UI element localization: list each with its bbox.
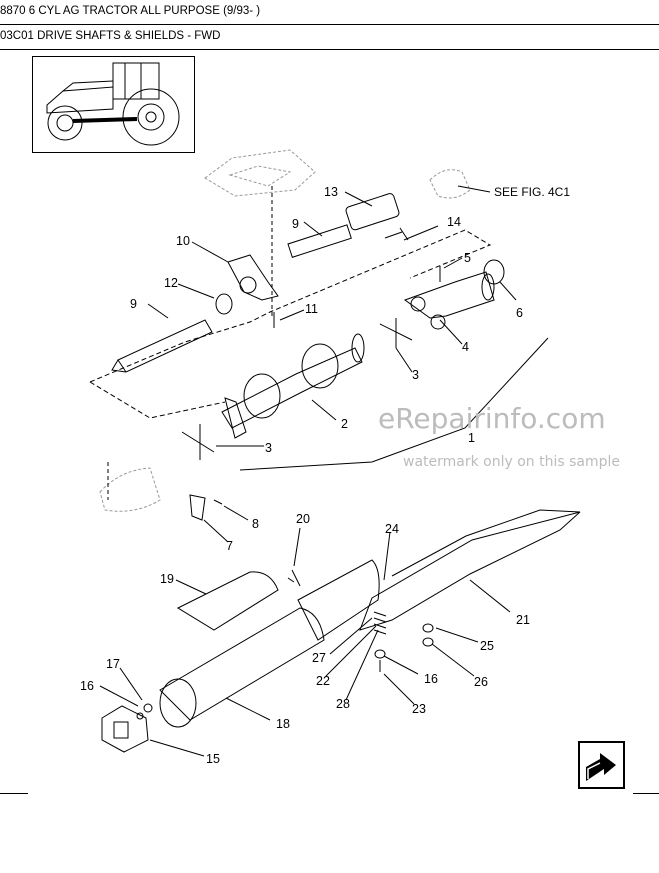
callout-1: 1 [468,431,475,445]
callout-3-lower: 3 [265,441,272,455]
callout-5: 5 [464,251,471,265]
next-page-button[interactable] [578,741,625,789]
callout-17: 17 [106,657,120,671]
callout-10: 10 [176,234,190,248]
callout-8: 8 [252,517,259,531]
callout-9-lower: 9 [130,297,137,311]
callout-19: 19 [160,572,174,586]
callout-3-upper: 3 [412,368,419,382]
callout-14: 14 [447,215,461,229]
callout-12: 12 [164,276,178,290]
section-header: 03C01 DRIVE SHAFTS & SHIELDS - FWD [0,25,659,50]
callout-2: 2 [341,417,348,431]
callout-27: 27 [312,651,326,665]
see-figure-reference: SEE FIG. 4C1 [494,185,570,199]
callout-11: 11 [305,302,318,316]
callout-26: 26 [474,675,488,689]
callout-18: 18 [276,717,290,731]
section-title: 03C01 DRIVE SHAFTS & SHIELDS - FWD [0,30,221,42]
callout-13: 13 [324,185,338,199]
watermark-note: watermark only on this sample [403,454,620,470]
footer-rule-right [633,793,659,794]
callout-22: 22 [316,674,330,688]
next-page-arrow-icon [586,753,616,781]
model-title: 8870 6 CYL AG TRACTOR ALL PURPOSE (9/93-… [0,5,261,17]
footer-rule-left [0,793,28,794]
callout-16-right: 16 [424,672,438,686]
watermark-site: eRepairinfo.com [378,402,606,435]
callout-24: 24 [385,522,399,536]
callout-23: 23 [412,702,426,716]
callout-28: 28 [336,697,350,711]
callout-25: 25 [480,639,494,653]
callout-7: 7 [226,539,233,553]
callout-20: 20 [296,512,310,526]
callout-15: 15 [206,752,220,766]
callout-16-left: 16 [80,679,94,693]
callout-9-upper: 9 [292,217,299,231]
callout-4: 4 [462,340,469,354]
tractor-thumbnail [32,56,195,153]
page-header: 8870 6 CYL AG TRACTOR ALL PURPOSE (9/93-… [0,0,659,25]
tractor-icon [46,62,180,146]
callout-21: 21 [516,613,530,627]
callout-6: 6 [516,306,523,320]
